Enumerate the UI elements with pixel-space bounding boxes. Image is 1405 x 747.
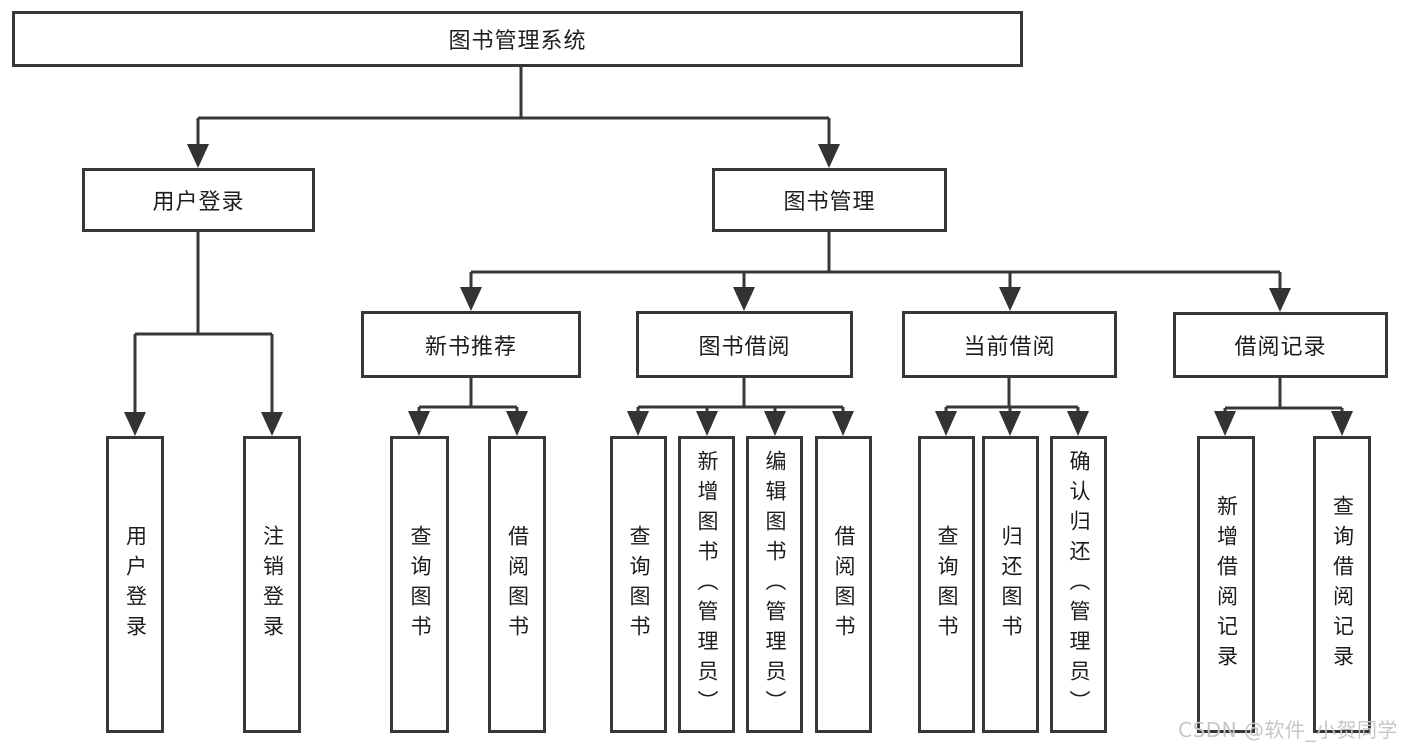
leaf-borrow-edit-books: 编辑图书（管理员） xyxy=(746,436,803,733)
leaf-newrec-query-books-label: 查询图书 xyxy=(408,524,432,645)
node-book-management-label: 图书管理 xyxy=(783,190,876,215)
leaf-borrow-edit-books-label: 编辑图书（管理员） xyxy=(763,449,787,720)
leaf-records-query-record-label: 查询借阅记录 xyxy=(1330,494,1355,675)
leaf-borrow-add-books-label: 新增图书（管理员） xyxy=(695,449,719,720)
arrowhead-icon xyxy=(935,411,957,436)
arrowhead-icon xyxy=(460,287,482,311)
leaf-current-confirm-return: 确认归还（管理员） xyxy=(1050,436,1107,733)
leaf-logout: 注销登录 xyxy=(243,436,301,733)
arrowhead-icon xyxy=(1331,411,1353,436)
node-borrow-records: 借阅记录 xyxy=(1173,312,1388,378)
leaf-borrow-query-books-label: 查询图书 xyxy=(627,524,651,645)
arrowhead-icon xyxy=(506,411,528,436)
arrowhead-icon xyxy=(999,287,1021,311)
node-root-label: 图书管理系统 xyxy=(448,29,587,54)
arrowhead-icon xyxy=(1214,411,1236,436)
connector-book-borrow-branch xyxy=(627,378,854,436)
node-borrow-records-label: 借阅记录 xyxy=(1234,335,1327,360)
arrowhead-icon xyxy=(187,144,209,168)
leaf-user-login: 用户登录 xyxy=(106,436,164,733)
connector-current-borrow-branch xyxy=(935,378,1089,436)
arrowhead-icon xyxy=(627,411,649,436)
leaf-newrec-query-books: 查询图书 xyxy=(390,436,449,733)
arrowhead-icon xyxy=(261,412,283,436)
arrowhead-icon xyxy=(408,411,430,436)
leaf-current-return-books-label: 归还图书 xyxy=(999,524,1023,645)
node-current-borrow-label: 当前借阅 xyxy=(963,334,1056,360)
arrowhead-icon xyxy=(764,411,786,436)
arrowhead-icon xyxy=(696,411,718,436)
leaf-logout-label: 注销登录 xyxy=(260,524,285,645)
connector-user-login-branch xyxy=(124,232,283,436)
node-new-book-recommend-label: 新书推荐 xyxy=(424,334,517,360)
leaf-borrow-query-books: 查询图书 xyxy=(610,436,667,733)
connector-new-book-recommend-branch xyxy=(408,378,528,436)
node-root: 图书管理系统 xyxy=(12,11,1023,67)
leaf-newrec-borrow-books-label: 借阅图书 xyxy=(505,524,530,645)
connector-root-to-level2 xyxy=(187,67,840,168)
node-current-borrow: 当前借阅 xyxy=(902,311,1117,378)
leaf-records-query-record: 查询借阅记录 xyxy=(1313,436,1371,733)
leaf-records-add-record: 新增借阅记录 xyxy=(1197,436,1255,733)
connector-borrow-records-branch xyxy=(1214,378,1353,436)
leaf-current-return-books: 归还图书 xyxy=(982,436,1039,733)
arrowhead-icon xyxy=(832,411,854,436)
node-book-borrow: 图书借阅 xyxy=(636,311,853,378)
leaf-newrec-borrow-books: 借阅图书 xyxy=(488,436,546,733)
connector-book-management-branch xyxy=(460,232,1291,312)
leaf-borrow-add-books: 新增图书（管理员） xyxy=(678,436,735,733)
leaf-records-add-record-label: 新增借阅记录 xyxy=(1214,494,1239,675)
arrowhead-icon xyxy=(999,411,1021,436)
node-user-login-label: 用户登录 xyxy=(152,190,245,215)
leaf-current-query-books-label: 查询图书 xyxy=(935,524,959,645)
node-user-login: 用户登录 xyxy=(82,168,315,232)
node-book-borrow-label: 图书借阅 xyxy=(698,334,791,360)
leaf-current-confirm-return-label: 确认归还（管理员） xyxy=(1067,449,1091,720)
node-book-management: 图书管理 xyxy=(712,168,947,232)
leaf-borrow-borrow-books-label: 借阅图书 xyxy=(832,524,856,645)
leaf-current-query-books: 查询图书 xyxy=(918,436,975,733)
arrowhead-icon xyxy=(124,412,146,436)
arrowhead-icon xyxy=(818,144,840,168)
watermark: CSDN @软件_小贺同学 xyxy=(1178,718,1398,742)
leaf-user-login-label: 用户登录 xyxy=(123,524,148,645)
node-new-book-recommend: 新书推荐 xyxy=(361,311,581,378)
arrowhead-icon xyxy=(1067,411,1089,436)
arrowhead-icon xyxy=(1269,288,1291,312)
arrowhead-icon xyxy=(733,287,755,311)
leaf-borrow-borrow-books: 借阅图书 xyxy=(815,436,872,733)
